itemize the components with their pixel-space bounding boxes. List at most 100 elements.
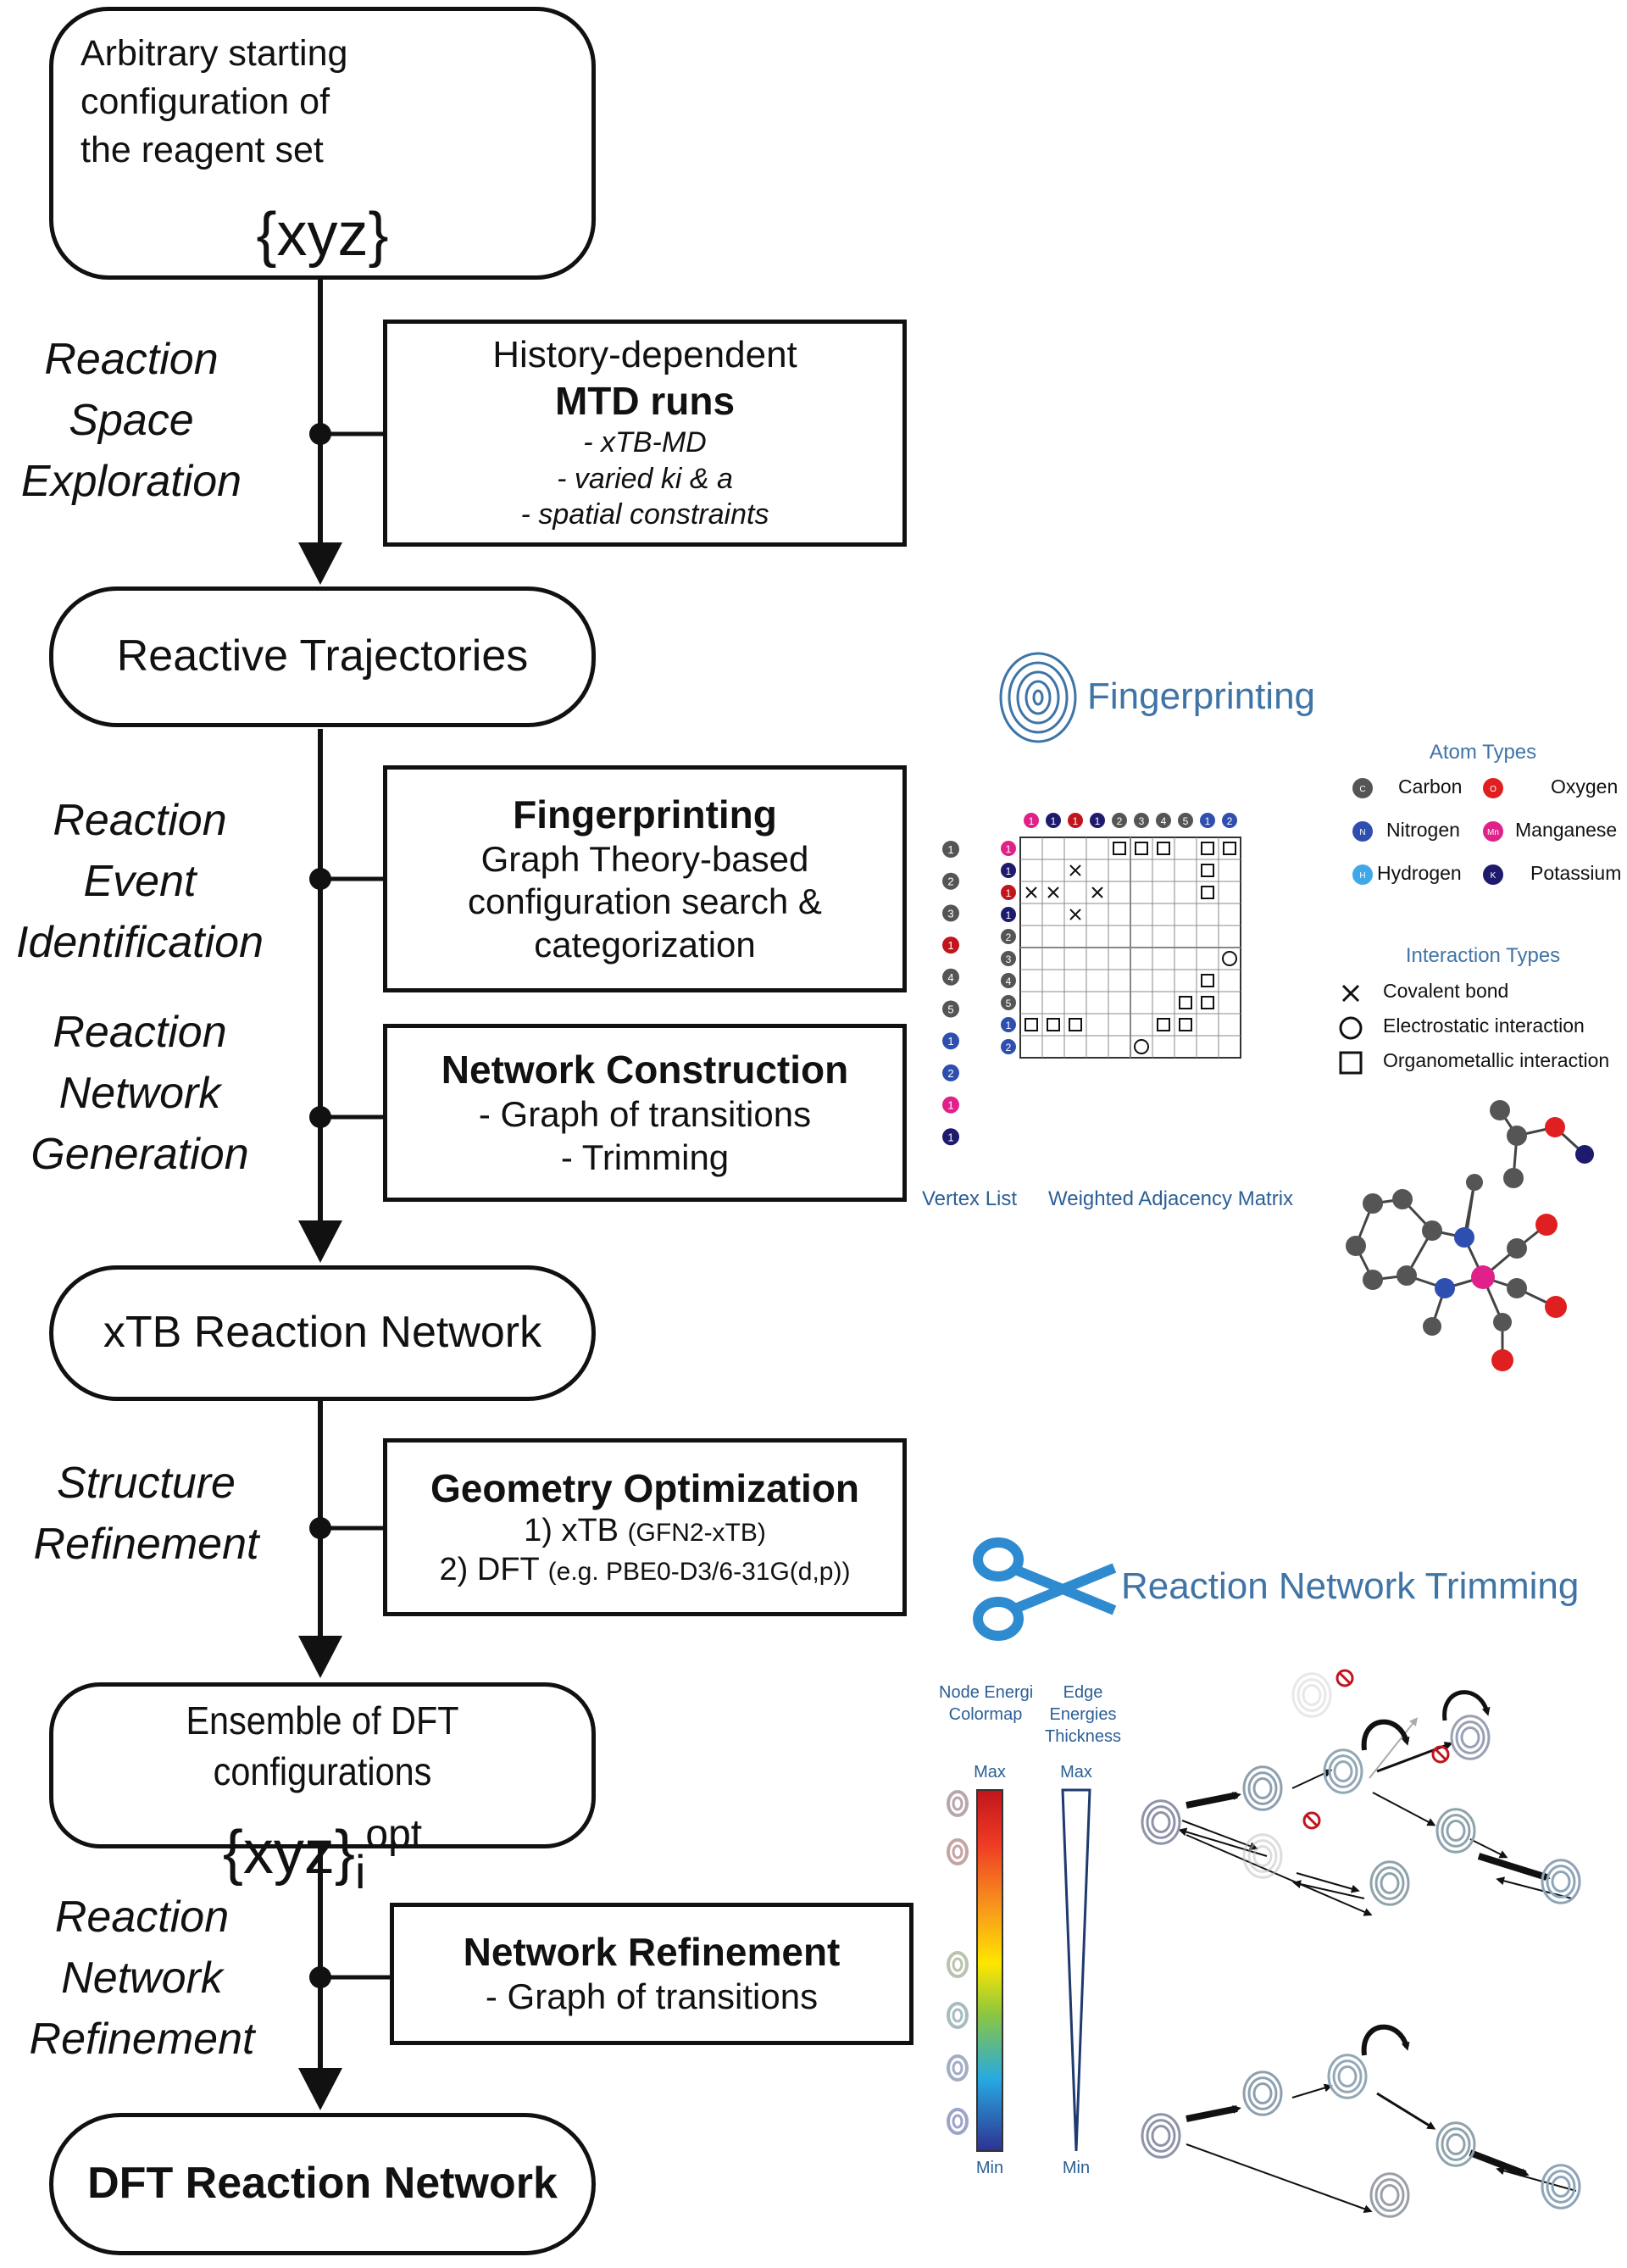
ensemble-formula: {xyz}iopt [223, 1797, 422, 1910]
molecule-graph [1346, 1100, 1594, 1371]
network-refinement-box: Network Refinement - Graph of transition… [390, 1903, 913, 2045]
network-node [1551, 2176, 1571, 2198]
stage-structure-l2: Refinement [33, 1520, 259, 1569]
stage-generation: Reaction Network Generation [0, 1002, 280, 1185]
swatch-node-core [952, 1957, 963, 1972]
row-marker-label: 1 [1006, 865, 1012, 877]
network-edge [1477, 1853, 1551, 1881]
column-marker-label: 1 [1205, 815, 1211, 827]
mtd-bullet-2: - varied ki & a [557, 462, 733, 495]
dft-network-node: DFT Reaction Network [49, 2113, 596, 2255]
colormap-min-label: Min [975, 2159, 1004, 2177]
organometallic-mark [1201, 864, 1214, 877]
row-marker-label: 3 [1006, 953, 1012, 965]
stage-network-refinement-l2: Network [61, 1954, 223, 2003]
network-construction-title: Network Construction [441, 1048, 849, 1092]
geometry-line-1: 1) xTB (GFN2-xTB) [524, 1512, 766, 1551]
atom-type-symbol: K [1491, 871, 1497, 881]
vertex-marker-label: 2 [947, 1067, 953, 1080]
atom-type-symbol: Mn [1487, 828, 1499, 837]
column-marker-label: 2 [1227, 815, 1233, 827]
network-edge [1496, 1876, 1573, 1899]
column-marker-label: 1 [1095, 815, 1101, 827]
fingerprinting-panel-title: Fingerprinting [1087, 675, 1316, 717]
covalent-mark [1025, 887, 1037, 898]
removed-edge-icon [1434, 1748, 1447, 1761]
stage-network-refinement: Reaction Network Refinement [0, 1887, 284, 2070]
swatch-node [947, 2054, 969, 2082]
row-marker [1001, 907, 1016, 922]
network-edge [1292, 1880, 1365, 1899]
atom-type-hydrogen: Hydrogen [1377, 862, 1462, 884]
organometallic-mark [1223, 842, 1236, 855]
mtd-line-1: History-dependent [492, 334, 797, 376]
geometry-optimization-box: Geometry Optimization 1) xTB (GFN2-xTB) … [383, 1438, 907, 1616]
vertex-marker [942, 1096, 959, 1114]
mtd-bullet-3: - spatial constraints [520, 498, 769, 531]
geometry-line-2: 2) DFT (e.g. PBE0-D3/6-31G(d,p)) [440, 1551, 851, 1590]
swatch-node [947, 1838, 969, 1865]
organometallic-mark [1201, 842, 1214, 855]
start-configuration-node: Arbitrary starting configuration of the … [49, 7, 596, 280]
network-edge [1291, 2083, 1333, 2098]
reactive-trajectories-node: Reactive Trajectories [49, 586, 596, 727]
ensemble-formula-sup: opt [365, 1812, 423, 1857]
atom-type-marker [1483, 778, 1503, 798]
atom-types-title: Atom Types [1429, 741, 1537, 764]
organometallic-mark [1201, 974, 1214, 987]
xtb-network-label: xTB Reaction Network [103, 1308, 542, 1358]
swatch-node-core [952, 1844, 963, 1859]
column-marker-label: 5 [1183, 815, 1189, 827]
geometry-l2-main: 2) DFT [439, 1551, 548, 1587]
stage-exploration-l3: Exploration [20, 457, 242, 506]
network-node [1441, 1814, 1471, 1848]
vertex-marker-label: 1 [947, 939, 953, 952]
network-node [1151, 1811, 1171, 1833]
thickness-max-label: Max [1060, 1763, 1092, 1782]
arrowheads [298, 542, 342, 2110]
atom-type-marker [1483, 864, 1503, 885]
network-edge [1186, 2105, 1241, 2122]
connector-dots [309, 423, 331, 1988]
colormap-max-label: Max [974, 1763, 1006, 1782]
network-edge [1178, 1827, 1268, 1857]
covalent-mark [1091, 887, 1103, 898]
stage-structure-l1: Structure [57, 1459, 236, 1508]
network-node [1551, 1871, 1571, 1893]
node-energies-label: Node Energies Colormap [939, 1682, 1032, 1726]
organometallic-mark [1069, 1018, 1082, 1031]
row-marker-label: 4 [1006, 976, 1012, 987]
row-marker-label: 1 [1006, 843, 1012, 855]
network-node [1380, 1872, 1400, 1894]
network-node [1247, 1839, 1278, 1873]
network-refinement-l1: - Graph of transitions [485, 1976, 819, 2017]
row-marker [1001, 1017, 1016, 1032]
fingerprint-logo-icon [999, 652, 1077, 743]
interaction-types-title: Interaction Types [1405, 944, 1561, 967]
network-edge [1186, 2143, 1373, 2213]
network-node [1374, 2178, 1405, 2212]
start-line-2: configuration of [81, 81, 330, 122]
stage-identification: Reaction Event Identification [0, 790, 280, 973]
atom-type-marker [1483, 821, 1503, 842]
network-node [1327, 2054, 1368, 2099]
network-construction-l1: - Graph of transitions [478, 1094, 812, 1135]
network-node [1369, 1860, 1410, 1906]
network-refinement-title: Network Refinement [463, 1930, 841, 1975]
fingerprinting-box-l1: Graph Theory-based [480, 839, 809, 879]
row-marker [1001, 1039, 1016, 1054]
row-marker [1001, 885, 1016, 900]
vertex-marker [942, 904, 959, 922]
network-node [1435, 1808, 1476, 1854]
network-node [1323, 1748, 1363, 1794]
network-node [1541, 2164, 1581, 2210]
column-marker [1112, 813, 1127, 828]
vertex-marker [942, 841, 959, 858]
geometry-l2-method: (e.g. PBE0-D3/6-31G(d,p)) [547, 1557, 851, 1586]
electrostatic-mark [1222, 951, 1237, 966]
vertex-marker-label: 3 [947, 907, 953, 920]
organometallic-mark [1201, 996, 1214, 1009]
vertex-marker [942, 1000, 959, 1018]
